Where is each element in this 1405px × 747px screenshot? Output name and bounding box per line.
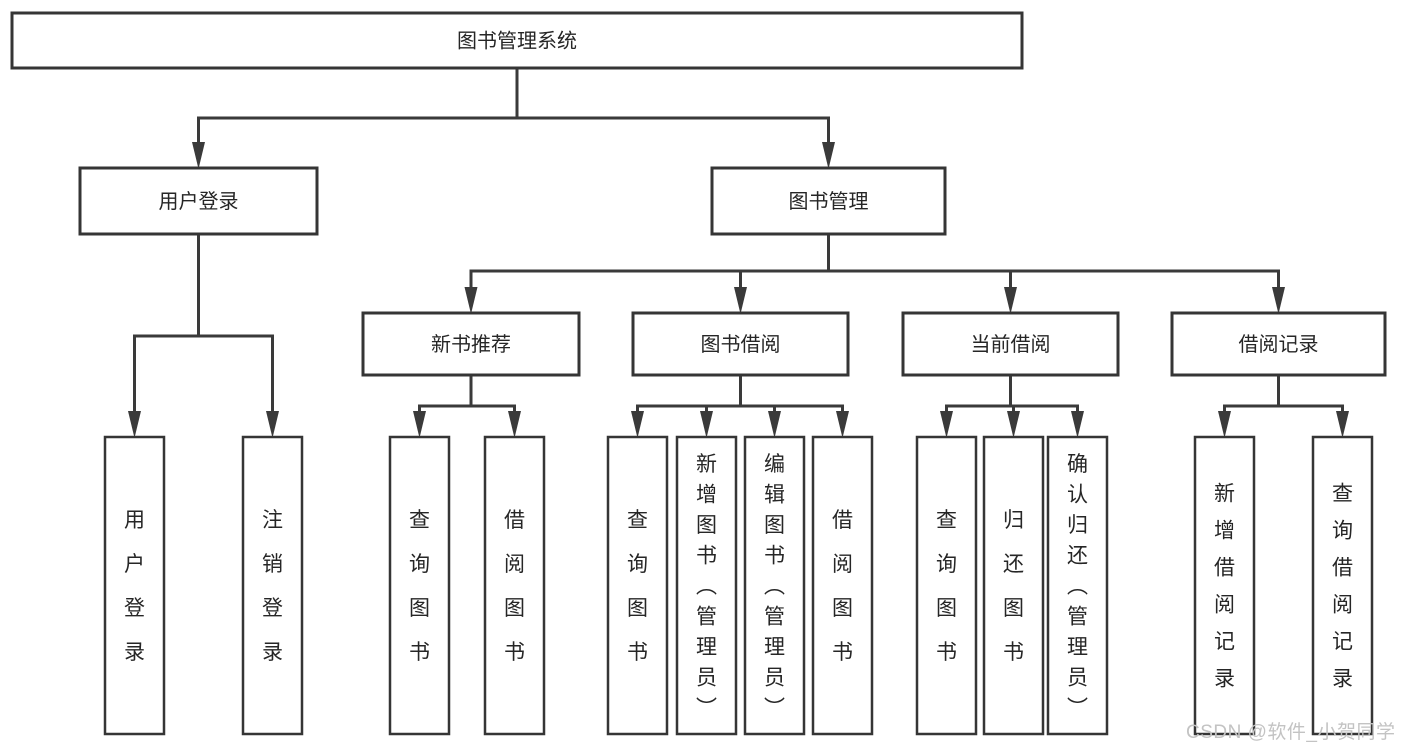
node-box-add-borrowing-record [1193,435,1256,736]
node-borrow-books-1: 借阅图书 [483,435,546,736]
arrowhead-icon-query-books-1 [413,411,426,438]
node-edit-books-admin: 编辑图书︵管理员︶ [743,435,806,736]
node-box-logout-action [241,435,304,736]
arrowhead-icon-return-books [1007,411,1020,438]
arrowhead-icon-add-books-admin [700,411,713,438]
node-label-borrow-books-1: 借阅图书 [504,509,525,664]
node-box-current-borrowing [901,311,1120,377]
node-box-user-login [78,166,319,236]
edges-new-book-recommendation [413,373,521,438]
arrowhead-icon-borrowing-records [1272,287,1285,314]
node-box-confirm-return-admin [1046,435,1109,736]
arrowhead-icon-user-login-action [128,411,141,438]
node-new-book-recommendation: 新书推荐 [361,311,581,377]
node-label-borrow-books-2: 借阅图书 [832,509,853,664]
node-box-add-books-admin [675,435,738,736]
node-query-borrowing-record: 查询借阅记录 [1311,435,1374,736]
node-add-books-admin: 新增图书︵管理员︶ [675,435,738,736]
arrowhead-icon-logout-action [266,411,279,438]
node-box-borrow-books-1 [483,435,546,736]
node-add-borrowing-record: 新增借阅记录 [1193,435,1256,736]
node-label-query-books-3: 查询图书 [936,509,957,664]
node-label-add-books-admin: 新增图书︵管理员︶ [696,453,717,720]
node-label-query-books-2: 查询图书 [627,509,648,664]
arrowhead-icon-add-borrowing-record [1218,411,1231,438]
node-label-user-login: 用户登录 [159,190,239,213]
arrowhead-icon-user-login [192,142,205,169]
edges-library-management-system [192,66,835,169]
arrowhead-icon-confirm-return-admin [1071,411,1084,438]
node-book-management: 图书管理 [710,166,947,236]
node-label-user-login-action: 用户登录 [124,509,145,664]
node-return-books: 归还图书 [982,435,1045,736]
node-box-borrowing-records [1170,311,1387,377]
node-borrow-books-2: 借阅图书 [811,435,874,736]
edges-user-login [128,232,279,438]
watermark: CSDN @软件_小贺同学 [1186,722,1396,743]
edges-borrowing-records [1218,373,1349,438]
node-label-book-borrowing: 图书借阅 [701,333,781,356]
node-box-user-login-action [103,435,166,736]
node-user-login-action: 用户登录 [103,435,166,736]
node-label-edit-books-admin: 编辑图书︵管理员︶ [764,453,785,720]
node-box-book-management [710,166,947,236]
node-box-query-books-2 [606,435,669,736]
node-library-management-system: 图书管理系统 [10,11,1024,70]
node-label-add-borrowing-record: 新增借阅记录 [1214,483,1235,691]
node-label-current-borrowing: 当前借阅 [971,333,1051,356]
node-label-library-management-system: 图书管理系统 [457,30,577,53]
arrowhead-icon-new-book-recommendation [464,287,478,314]
arrowhead-icon-borrow-books-2 [836,411,849,438]
arrowhead-icon-borrow-books-1 [508,411,521,438]
node-logout-action: 注销登录 [241,435,304,736]
node-box-query-books-1 [388,435,451,736]
node-box-borrow-books-2 [811,435,874,736]
node-query-books-3: 查询图书 [915,435,978,736]
node-box-return-books [982,435,1045,736]
node-label-query-books-1: 查询图书 [409,509,430,664]
node-label-confirm-return-admin: 确认归还︵管理员︶ [1067,453,1088,720]
node-confirm-return-admin: 确认归还︵管理员︶ [1046,435,1109,736]
node-label-book-management: 图书管理 [789,190,869,213]
arrowhead-icon-book-management [822,142,835,169]
arrowhead-icon-edit-books-admin [768,411,781,438]
node-label-logout-action: 注销登录 [262,509,283,664]
node-box-edit-books-admin [743,435,806,736]
node-label-query-borrowing-record: 查询借阅记录 [1332,483,1353,691]
arrowhead-icon-query-books-3 [940,411,953,438]
node-label-new-book-recommendation: 新书推荐 [431,333,511,356]
edges-book-management [464,232,1285,314]
node-user-login: 用户登录 [78,166,319,236]
node-box-query-borrowing-record [1311,435,1374,736]
node-box-library-management-system [10,11,1024,70]
node-box-query-books-3 [915,435,978,736]
node-current-borrowing: 当前借阅 [901,311,1120,377]
node-layer: 图书管理系统用户登录用户登录注销登录图书管理新书推荐查询图书借阅图书图书借阅查询… [10,11,1387,736]
node-label-borrowing-records: 借阅记录 [1239,333,1319,356]
arrowhead-icon-query-borrowing-record [1336,411,1349,438]
arrowhead-icon-query-books-2 [631,411,644,438]
arrowhead-icon-current-borrowing [1004,287,1017,314]
edges-current-borrowing [940,373,1084,438]
node-book-borrowing: 图书借阅 [631,311,850,377]
node-box-book-borrowing [631,311,850,377]
edge-layer [128,66,1349,438]
node-query-books-1: 查询图书 [388,435,451,736]
edges-book-borrowing [631,373,849,438]
node-label-return-books: 归还图书 [1003,509,1024,664]
arrowhead-icon-book-borrowing [734,287,747,314]
node-box-new-book-recommendation [361,311,581,377]
node-query-books-2: 查询图书 [606,435,669,736]
node-borrowing-records: 借阅记录 [1170,311,1387,377]
